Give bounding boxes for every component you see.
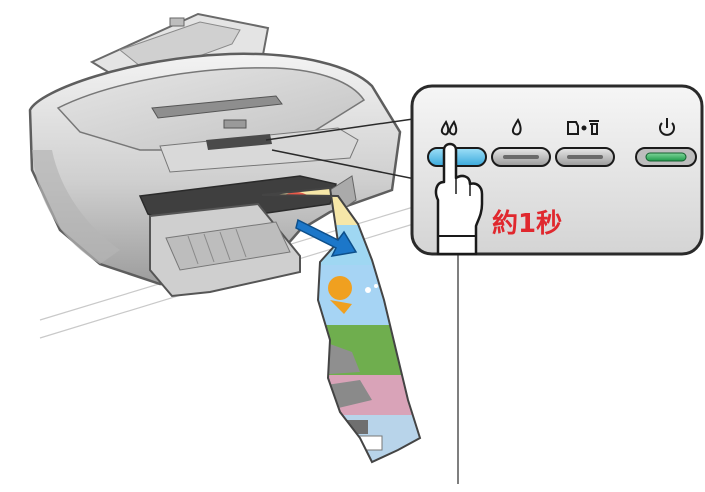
power-button[interactable] (636, 148, 696, 166)
press-duration-label: 約1秒 (492, 208, 562, 239)
ink-button[interactable] (492, 148, 550, 166)
paper-button[interactable] (556, 148, 614, 166)
control-panel-callout: 約1秒 (412, 86, 702, 254)
